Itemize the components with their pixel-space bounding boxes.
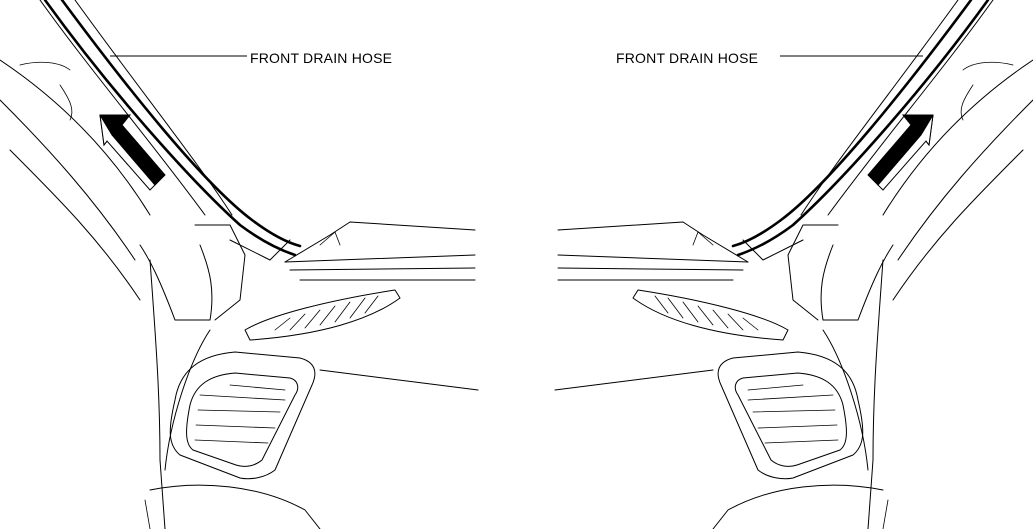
- right-view: [554, 0, 1033, 529]
- up-left-arrow-icon: [99, 114, 166, 191]
- left-defroster-vent: [244, 289, 401, 341]
- left-view: [0, 0, 479, 529]
- right-defroster-vent: [632, 289, 789, 341]
- right-drain-hose: [736, 0, 990, 257]
- left-side-air-vent: [169, 351, 316, 480]
- front-drain-hose-label-right: FRONT DRAIN HOSE: [616, 50, 759, 66]
- front-drain-hose-label-left: FRONT DRAIN HOSE: [250, 50, 393, 66]
- right-side-air-vent: [717, 351, 864, 480]
- up-right-arrow-icon: [867, 114, 934, 191]
- left-drain-hose: [43, 0, 297, 257]
